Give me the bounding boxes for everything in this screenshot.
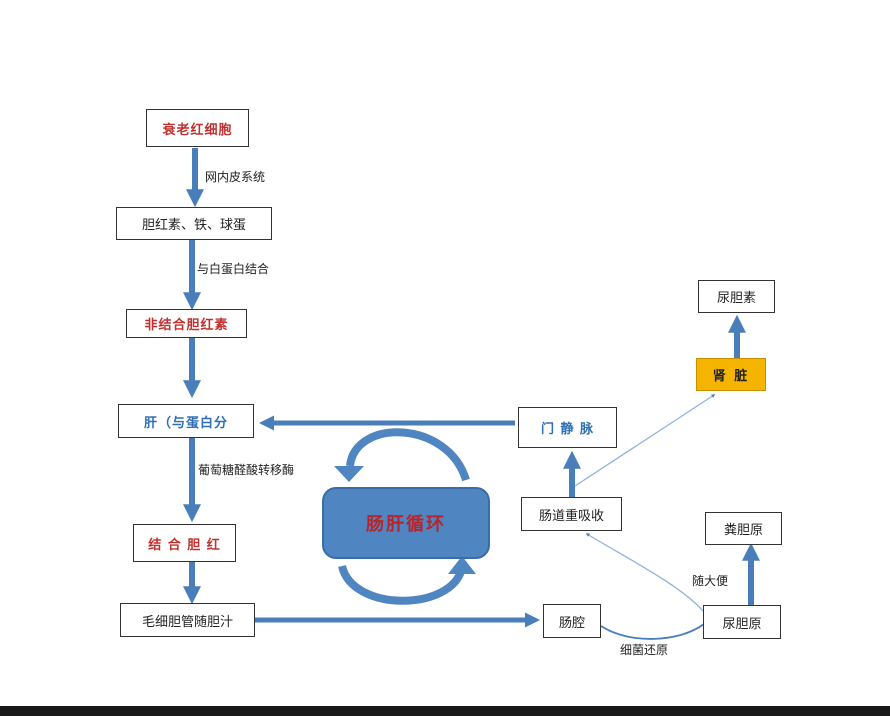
node-liver: 肝（与蛋白分 xyxy=(118,404,254,438)
node-urobilin: 尿胆素 xyxy=(698,280,775,313)
node-urobilinogen: 尿胆原 xyxy=(703,605,781,639)
node-intestinal-lumen: 肠腔 xyxy=(543,604,601,638)
thin-arrow-urobilinogen-to-reabsorption xyxy=(585,533,704,612)
node-bile-canaliculi: 毛细胆管随胆汁 xyxy=(120,603,255,637)
enterohepatic-cycle-label: 肠肝循环 xyxy=(366,514,446,535)
node-conjugated-bilirubin: 结 合 胆 红 xyxy=(133,524,236,562)
label-albumin-binding: 与白蛋白结合 xyxy=(197,262,270,276)
node-intestinal-reabsorption: 肠道重吸收 xyxy=(521,497,622,531)
node-stercobilinogen: 粪胆原 xyxy=(705,512,782,545)
bottom-bar xyxy=(0,706,890,716)
cycle-arrowhead-bottom xyxy=(448,556,476,574)
cycle-arrowhead-top xyxy=(334,466,364,482)
node-unconjugated-bilirubin: 非结合胆红素 xyxy=(126,309,247,338)
label-glucuronyl-transferase: 葡萄糖醛酸转移酶 xyxy=(198,463,295,477)
curve-lumen-to-urobilinogen xyxy=(600,623,705,640)
label-reticuloendothelial: 网内皮系统 xyxy=(205,170,266,184)
cycle-arrow-top xyxy=(346,428,470,482)
node-kidney: 肾 脏 xyxy=(696,358,766,391)
node-bilirubin-iron-globin: 胆红素、铁、球蛋 xyxy=(116,207,272,240)
enterohepatic-cycle-box: 肠肝循环 xyxy=(322,487,490,559)
node-portal-vein: 门 静 脉 xyxy=(518,407,617,448)
thin-arrow-reabsorption-to-kidney xyxy=(574,394,716,487)
cycle-arrow-bottom xyxy=(338,564,466,605)
label-bacterial-reduction: 细菌还原 xyxy=(620,643,669,657)
node-aging-rbc: 衰老红细胞 xyxy=(146,109,249,147)
label-with-feces: 随大便 xyxy=(692,574,729,588)
